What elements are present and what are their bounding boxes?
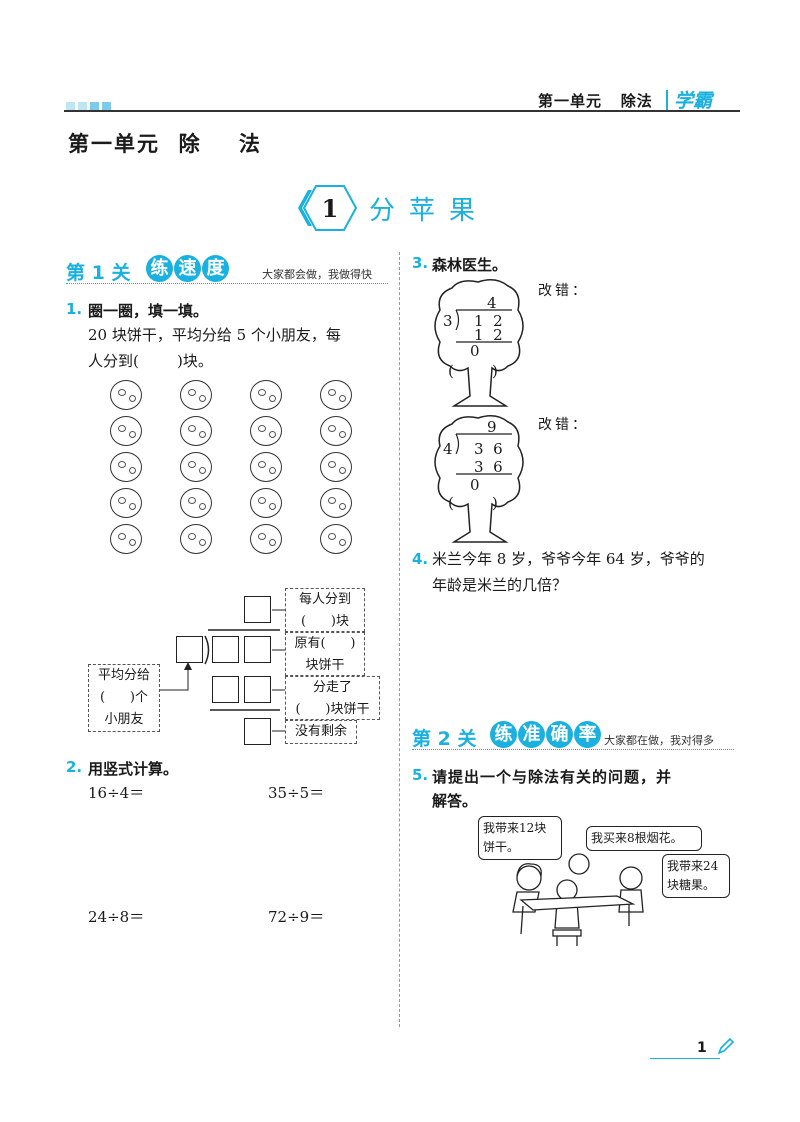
q4-number: 4. <box>412 550 429 568</box>
tree1-dividend: 1 2 <box>474 312 503 330</box>
q3-title: 森林医生。 <box>432 256 508 274</box>
q1-line1: 20 块饼干，平均分给 5 个小朋友，每 <box>88 326 341 344</box>
header-decoration <box>66 96 114 115</box>
tree2-remainder: 0 <box>470 476 480 494</box>
q2-number: 2. <box>66 758 83 776</box>
cookie-icon <box>250 416 282 446</box>
answer-box[interactable] <box>244 676 271 703</box>
speech-bubble: 我带来24块糖果。 <box>662 854 730 898</box>
tree2-blank: ( ) <box>448 494 498 512</box>
level-1-label: 第 1 关 <box>66 262 131 284</box>
answer-box[interactable] <box>244 718 271 745</box>
answer-box[interactable] <box>244 596 271 623</box>
cookie-icon <box>250 452 282 482</box>
speech-bubble: 我带来12块饼干。 <box>478 816 562 860</box>
unit-title: 第一单元 除 法 <box>68 132 262 156</box>
tree1-product: 1 2 <box>474 326 503 344</box>
tree2-product: 3 6 <box>474 458 503 476</box>
q1-number: 1. <box>66 300 83 318</box>
level-2-motto: 大家都在做，我对得多 <box>604 734 714 747</box>
tree1-quotient: 4 <box>487 294 497 312</box>
level-2-label: 第 2 关 <box>412 728 477 750</box>
level-2-tag: 练准确率 <box>490 721 601 748</box>
label-each-person: 每人分到( )块 <box>285 588 365 632</box>
lesson-number-badge: 1 <box>298 185 358 231</box>
label-original-count: 原有( )块饼干 <box>285 632 365 676</box>
tree-icon <box>434 279 524 407</box>
calc-item: 72÷9＝ <box>268 908 325 926</box>
calc-item: 16÷4＝ <box>88 784 145 802</box>
answer-box[interactable] <box>176 636 203 663</box>
cookie-icon <box>180 488 212 518</box>
q5-number: 5. <box>412 766 429 784</box>
answer-box[interactable] <box>244 636 271 663</box>
correct-label: 改错： <box>538 283 589 299</box>
cookie-icon <box>320 488 352 518</box>
cookie-icon <box>110 488 142 518</box>
cookie-icon <box>320 452 352 482</box>
cookie-icon <box>180 452 212 482</box>
q4-line1: 米兰今年 8 岁，爷爷今年 64 岁，爷爷的 <box>432 550 705 568</box>
cookie-icon <box>250 380 282 410</box>
answer-box[interactable] <box>212 676 239 703</box>
column-divider <box>399 252 400 1027</box>
cookie-icon <box>320 380 352 410</box>
header-separator <box>666 90 668 110</box>
children-table-illustration <box>512 853 644 946</box>
calc-item: 24÷8＝ <box>88 908 145 926</box>
q5-line2: 解答。 <box>432 792 478 810</box>
tree1-blank: ( ) <box>448 362 498 380</box>
level-1-rule <box>66 283 388 284</box>
tree-icon <box>434 415 524 543</box>
q5-line1: 请提出一个与除法有关的问题，并 <box>432 768 673 786</box>
tree1-remainder: 0 <box>470 342 480 360</box>
page-number: 1 <box>697 1040 707 1056</box>
level-1-tag: 练速度 <box>146 255 229 282</box>
cookie-icon <box>250 488 282 518</box>
pencil-icon <box>717 1037 735 1055</box>
tree2-divisor: 4 <box>443 440 453 458</box>
brand-logo: 学霸 <box>674 90 713 112</box>
page-number-rule <box>650 1058 720 1059</box>
cookie-icon <box>110 452 142 482</box>
header-unit-label: 第一单元 除法 <box>538 92 653 110</box>
cookie-grid <box>110 380 370 560</box>
tree2-dividend: 3 6 <box>474 440 503 458</box>
speech-bubble: 我买来8根烟花。 <box>586 826 702 851</box>
cookie-icon <box>110 524 142 554</box>
q1-line2: 人分到( )块。 <box>88 352 213 370</box>
q3-number: 3. <box>412 254 429 272</box>
q1-title: 圈一圈，填一填。 <box>88 302 209 320</box>
label-children-count: 平均分给( )个小朋友 <box>88 664 160 732</box>
q2-title: 用竖式计算。 <box>88 760 179 778</box>
answer-box[interactable] <box>212 636 239 663</box>
cookie-icon <box>180 380 212 410</box>
correct-label: 改错： <box>538 417 589 433</box>
cookie-icon <box>180 416 212 446</box>
level-1-motto: 大家都会做，我做得快 <box>262 268 372 281</box>
lesson-title: 分苹果 <box>369 196 490 226</box>
lesson-number: 1 <box>322 194 339 223</box>
cookie-icon <box>110 416 142 446</box>
calc-item: 35÷5＝ <box>268 784 325 802</box>
cookie-icon <box>110 380 142 410</box>
level-2-rule <box>412 749 734 750</box>
tree2-quotient: 9 <box>487 418 497 436</box>
cookie-icon <box>180 524 212 554</box>
header-rule <box>64 110 740 112</box>
cookie-icon <box>320 416 352 446</box>
q4-line2: 年龄是米兰的几倍？ <box>432 576 568 594</box>
cookie-icon <box>250 524 282 554</box>
label-taken-count: 分走了( )块饼干 <box>285 676 380 720</box>
label-remainder: 没有剩余 <box>285 720 357 744</box>
tree1-divisor: 3 <box>443 312 453 330</box>
cookie-icon <box>320 524 352 554</box>
diagram-lines <box>160 609 286 732</box>
